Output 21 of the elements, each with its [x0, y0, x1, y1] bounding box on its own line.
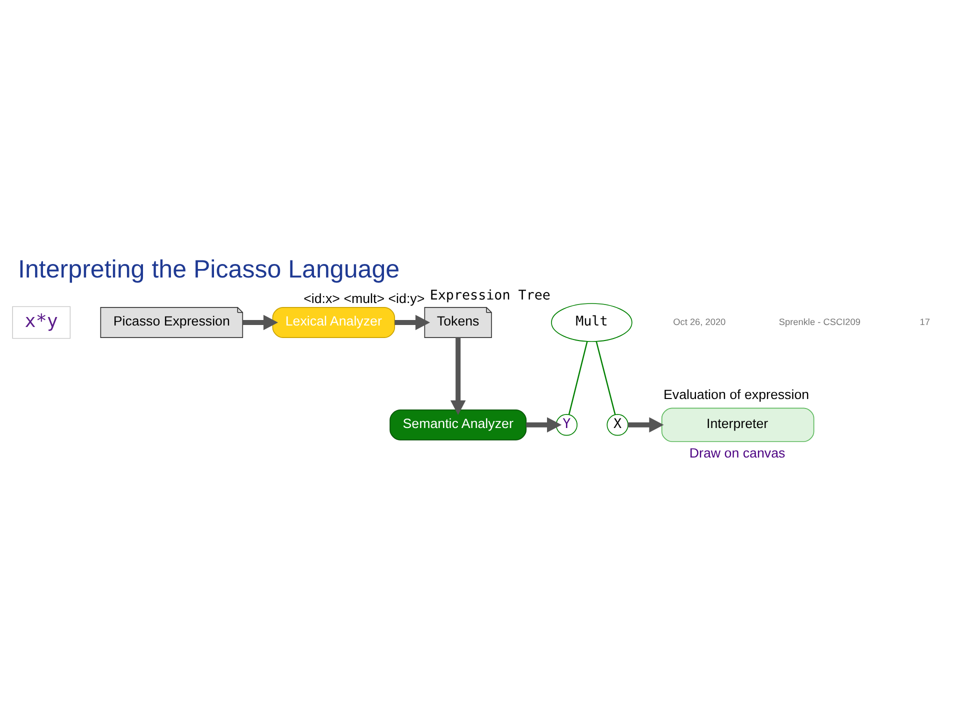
diagram-title: Interpreting the Picasso Language [18, 256, 400, 284]
node-box: Semantic Analyzer [390, 409, 527, 440]
node-circle: X [606, 414, 628, 436]
node-label: Expression Tree [430, 288, 550, 304]
arrow [526, 417, 562, 433]
arrow [242, 314, 278, 330]
arrow [450, 338, 466, 415]
label: Oct 26, 2020 [673, 316, 726, 327]
label: Sprenkle - CSCI209 [778, 316, 860, 327]
arrow [394, 314, 430, 330]
connector [596, 341, 616, 415]
arrow [628, 417, 664, 433]
node-ellipse: Mult [551, 303, 632, 342]
node-label: Draw on canvas [689, 445, 786, 460]
connector [568, 341, 588, 415]
node-circle: Y [556, 414, 578, 436]
node-label: <id:x> <mult> <id:y> [304, 291, 425, 306]
node-box: Lexical Analyzer [272, 307, 396, 338]
label: 17 [920, 316, 930, 327]
node-label: Evaluation of expression [664, 386, 810, 402]
node-box: x*y [12, 306, 71, 339]
